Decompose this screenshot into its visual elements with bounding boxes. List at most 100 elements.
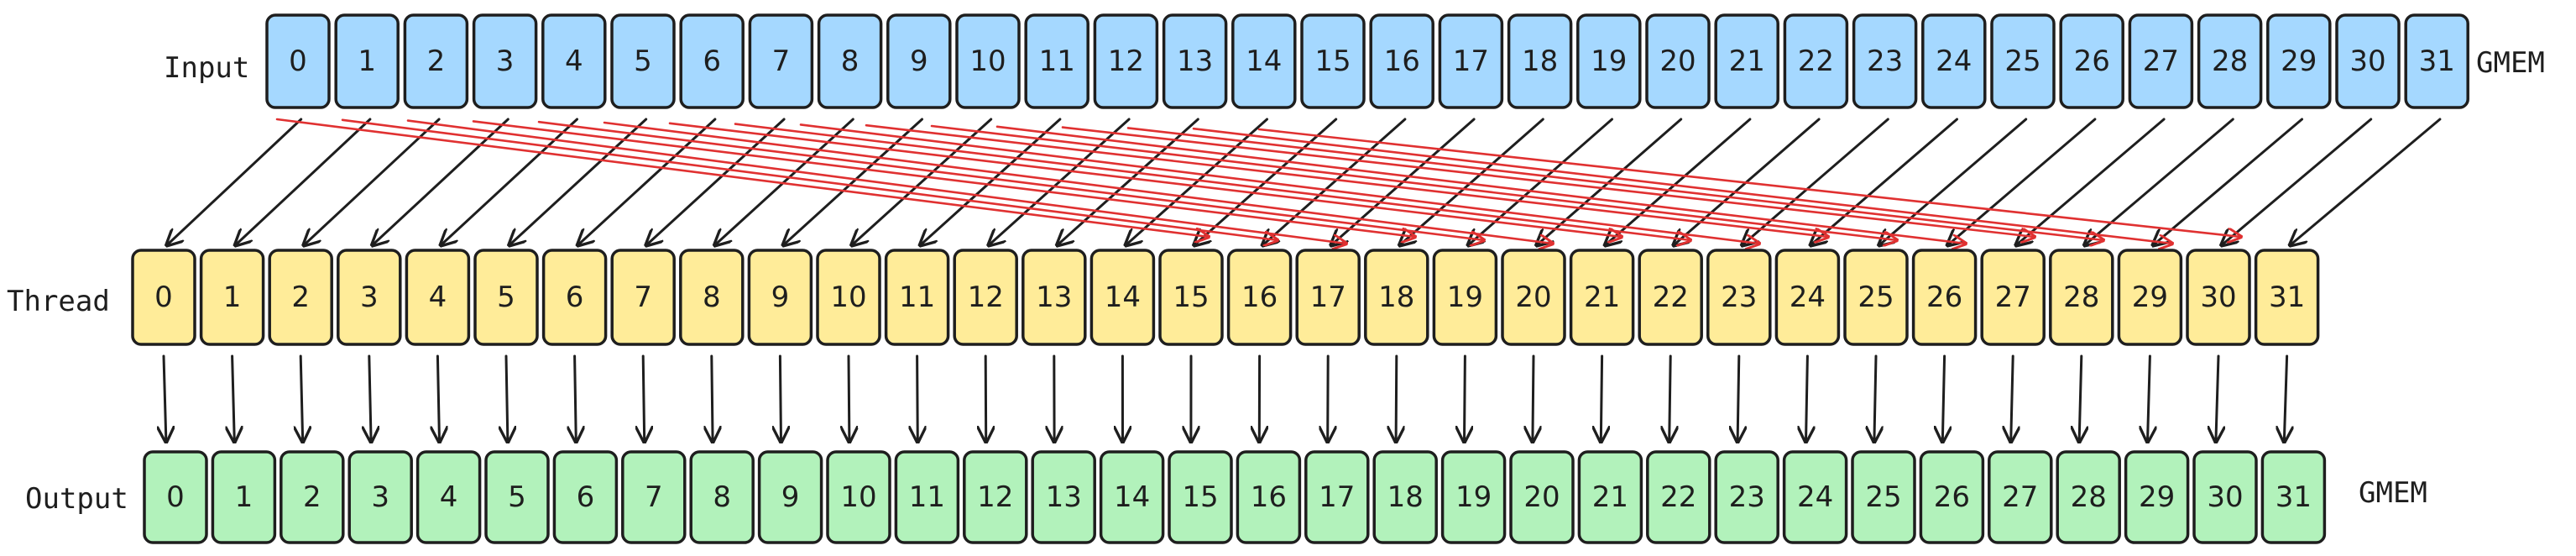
thread-cell-box <box>2049 249 2114 346</box>
output-cell-label: 1 <box>235 480 253 514</box>
output-cell-7: 7 <box>621 450 687 544</box>
thread-row-label: Thread <box>7 285 110 318</box>
output-cell-label: 0 <box>166 480 185 514</box>
output-cell-label: 22 <box>1660 480 1696 514</box>
thread-cell-box <box>1843 249 1909 346</box>
input-cell-box <box>610 13 676 109</box>
thread-cell-label: 11 <box>899 281 935 314</box>
thread-cell-box <box>199 249 265 346</box>
thread-cell-19: 19 <box>1432 249 1498 346</box>
input-cell-label: 16 <box>1384 45 1420 78</box>
output-cell-box <box>415 450 482 544</box>
thread-cell-label: 27 <box>1995 281 2031 314</box>
output-cell-10: 10 <box>826 450 891 544</box>
output-cell-24: 24 <box>1782 450 1848 544</box>
input-cell-label: 17 <box>1453 45 1489 78</box>
thread-cell-box <box>2186 249 2251 346</box>
output-cell-label: 25 <box>1865 480 1901 514</box>
thread-cell-label: 13 <box>1036 281 1072 314</box>
output-cell-box <box>552 450 619 544</box>
input-to-thread-arrow-2 <box>304 118 441 245</box>
thread-cell-box <box>337 249 402 346</box>
input-cell-27: 27 <box>2128 13 2194 109</box>
input-cell-18: 18 <box>1507 13 1573 109</box>
output-cell-box <box>211 450 277 544</box>
input-cell-box <box>1093 13 1159 109</box>
thread-cell-label: 10 <box>830 281 866 314</box>
input-cell-label: 7 <box>772 45 791 78</box>
input-cell-box <box>1852 13 1918 109</box>
thread-to-output-arrow-4 <box>437 354 439 442</box>
input-to-thread-arrow-16 <box>1262 118 1407 245</box>
output-cell-box <box>1168 450 1233 544</box>
red-access-arrow-15 <box>1257 128 2241 237</box>
arrows-layer <box>164 118 2442 442</box>
thread-cell-box <box>610 249 676 346</box>
output-cell-8: 8 <box>689 450 755 544</box>
output-cell-2: 2 <box>280 450 345 544</box>
red-access-arrow-11 <box>995 125 1966 244</box>
input-cell-label: 6 <box>703 45 721 78</box>
thread-cell-label: 2 <box>291 281 310 314</box>
output-cell-label: 18 <box>1387 480 1424 514</box>
thread-to-output-arrow-21 <box>1601 354 1602 442</box>
input-to-thread-arrow-31 <box>2290 118 2442 245</box>
thread-cell-11: 11 <box>884 249 950 346</box>
output-cell-box <box>2260 450 2327 544</box>
output-cell-28: 28 <box>2056 450 2121 544</box>
input-cell-label: 25 <box>2004 45 2040 78</box>
output-cell-label: 10 <box>840 480 876 514</box>
input-cell-7: 7 <box>748 13 814 109</box>
input-cell-box <box>2335 13 2401 109</box>
output-cell-label: 29 <box>2139 480 2175 514</box>
input-cell-box <box>1507 13 1573 109</box>
thread-to-output-arrow-19 <box>1465 354 1466 442</box>
thread-to-output-arrow-20 <box>1533 354 1534 442</box>
thread-cell-label: 29 <box>2132 281 2168 314</box>
output-cell-label: 27 <box>2002 480 2038 514</box>
thread-cell-box <box>1295 249 1361 346</box>
output-cell-box <box>2056 450 2121 544</box>
thread-to-output-arrow-17 <box>1328 354 1329 442</box>
output-cell-0: 0 <box>143 450 208 544</box>
output-cell-20: 20 <box>1509 450 1575 544</box>
input-to-thread-arrow-7 <box>646 118 786 245</box>
thread-cell-box <box>1706 249 1772 346</box>
thread-cell-box <box>405 249 471 346</box>
thread-cell-label: 14 <box>1105 281 1141 314</box>
output-cell-label: 5 <box>508 480 526 514</box>
thread-cell-24: 24 <box>1774 249 1841 346</box>
thread-cell-21: 21 <box>1569 249 1635 346</box>
thread-cell-label: 6 <box>566 281 584 314</box>
input-cell-label: 3 <box>496 45 515 78</box>
output-cell-box <box>963 450 1028 544</box>
output-cell-label: 3 <box>371 480 389 514</box>
output-cell-22: 22 <box>1646 450 1711 544</box>
output-cell-label: 16 <box>1251 480 1287 514</box>
thread-cell-5: 5 <box>473 249 539 346</box>
output-cell-label: 30 <box>2207 480 2243 514</box>
thread-cell-box <box>1089 249 1156 346</box>
input-cell-1: 1 <box>334 13 400 109</box>
thread-cell-label: 30 <box>2200 281 2236 314</box>
input-to-thread-arrow-14 <box>1126 118 1268 245</box>
output-cell-21: 21 <box>1577 450 1643 544</box>
thread-cell-label: 31 <box>2269 281 2305 314</box>
output-cell-label: 20 <box>1523 480 1560 514</box>
output-cell-box <box>1851 450 1916 544</box>
input-cell-box <box>472 13 538 109</box>
thread-cell-label: 7 <box>634 281 652 314</box>
thread-cell-20: 20 <box>1501 249 1566 346</box>
red-access-arrow-10 <box>930 124 1897 240</box>
input-cell-box <box>1162 13 1228 109</box>
thread-cell-31: 31 <box>2254 249 2320 346</box>
input-cell-2: 2 <box>403 13 469 109</box>
input-cell-13: 13 <box>1162 13 1228 109</box>
thread-cell-label: 25 <box>1858 281 1894 314</box>
thread-cell-box <box>1911 249 1978 346</box>
input-cell-25: 25 <box>1990 13 2056 109</box>
input-cell-box <box>541 13 607 109</box>
input-cell-10: 10 <box>955 13 1021 109</box>
input-cell-label: 5 <box>634 45 652 78</box>
input-to-thread-arrow-27 <box>2016 118 2166 245</box>
